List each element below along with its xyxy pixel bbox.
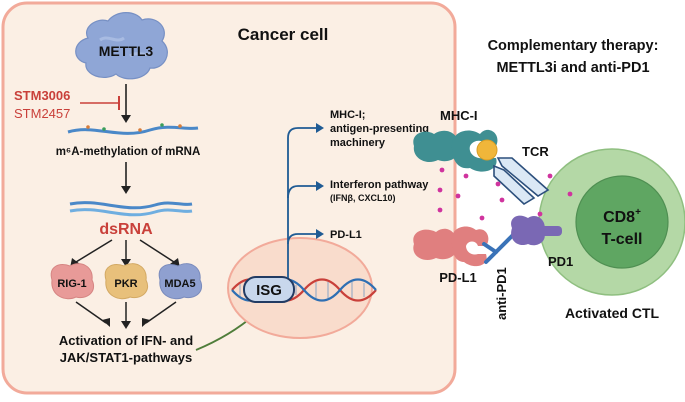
arrowhead [142, 318, 150, 327]
dsrna-strand-b [69, 208, 193, 217]
activated-ctl-label: Activated CTL [565, 305, 660, 321]
cd8-label: CD8+ [603, 207, 641, 226]
output-ifn-line1: Interferon pathway [330, 179, 429, 191]
arrowhead [316, 181, 324, 191]
output-pdl1: PD-L1 [330, 229, 362, 241]
arrowhead [316, 123, 324, 133]
sensor-pkr: PKR [104, 263, 148, 300]
methylation-label: m⁶A-methylation of mRNA [56, 146, 201, 158]
mettl3-label: METTL3 [99, 43, 154, 59]
tcr-receptor [493, 157, 550, 205]
isg-output-arrows [287, 127, 318, 278]
inhibitor-stm2457: STM2457 [14, 106, 70, 121]
isg-label: ISG [256, 282, 282, 299]
arrowhead [316, 229, 324, 239]
tcell-label: T-cell [602, 231, 643, 248]
arrowhead [102, 318, 110, 327]
sensor-activation-arrows [75, 301, 177, 324]
mrna-strand [67, 125, 199, 135]
sensor-rig1: RIG-1 [50, 263, 94, 300]
mhc-label: MHC-I [440, 108, 478, 123]
dsrna-strand-a [69, 201, 193, 210]
output-ifn-line2: (IFNβ, CXCL10) [330, 193, 396, 203]
cancer-cell-title: Cancer cell [238, 25, 329, 44]
output-mhc-line3: machinery [330, 137, 386, 149]
output-mhc-line2: antigen-presenting [330, 123, 429, 135]
output-mhc-line1: MHC-I; [330, 109, 365, 121]
arrowhead [121, 186, 131, 194]
sensor-label-mda5: MDA5 [164, 278, 195, 290]
sensor-label-pkr: PKR [114, 278, 137, 290]
pd1-molecule [511, 215, 562, 246]
inhibitor-stm3006: STM3006 [14, 88, 70, 103]
arrowhead [121, 321, 131, 329]
pdl1-label: PD-L1 [439, 270, 477, 285]
tcell-nucleus [575, 175, 669, 269]
activation-label-line1: Activation of IFN- and [59, 333, 193, 348]
activation-label-line2: JAK/STAT1-pathways [60, 350, 192, 365]
mettl3-protein [75, 12, 168, 80]
m6a-dots [86, 123, 182, 132]
pd1-label: PD1 [548, 254, 573, 269]
arrowhead [121, 115, 131, 123]
therapy-title-line1: Complementary therapy: [488, 38, 659, 54]
isg-box [243, 276, 295, 303]
antigen-peptide [476, 139, 498, 161]
arrowhead [121, 259, 131, 267]
pdl1-molecule [413, 226, 489, 267]
therapy-title-line2: METTL3i and anti-PD1 [496, 60, 649, 76]
dsrna-label: dsRNA [99, 221, 153, 238]
sensor-mda5: MDA5 [158, 263, 202, 300]
dsrna-sensor-arrows [75, 239, 175, 263]
anti-pd1-label: anti-PD1 [494, 267, 509, 320]
sensor-label-rig1: RIG-1 [57, 278, 86, 290]
nucleus [227, 237, 373, 339]
tcr-label: TCR [522, 144, 549, 159]
